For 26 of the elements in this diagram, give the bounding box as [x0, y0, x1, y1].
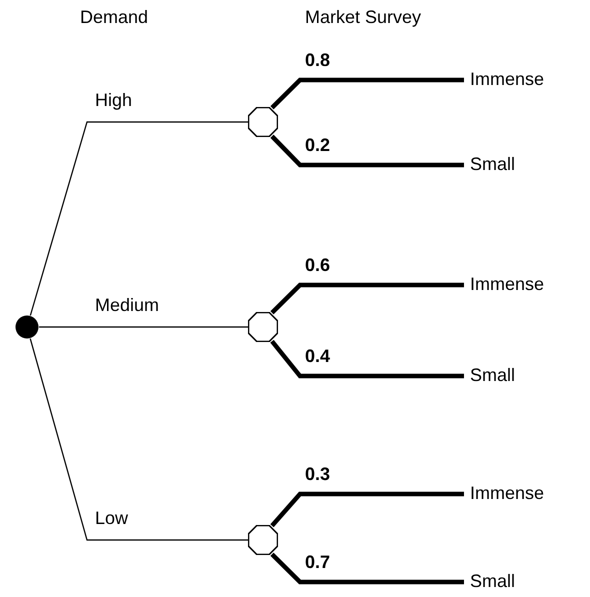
branch-label: Low [95, 508, 128, 529]
outcome-label: Immense [470, 69, 544, 90]
probability-label: 0.7 [305, 552, 330, 573]
outcome-label: Small [470, 571, 516, 592]
branch-line [270, 340, 464, 378]
branch-line [30, 121, 248, 316]
branch-line [270, 78, 464, 110]
outcome-label: Immense [470, 483, 544, 504]
outcome-label: Immense [470, 274, 544, 295]
outcome-label: Small [470, 154, 516, 175]
probability-label: 0.4 [305, 346, 330, 367]
branch-line [39, 326, 248, 328]
probability-label: 0.2 [305, 135, 330, 156]
branch-label: Medium [95, 295, 160, 316]
branch-line [270, 134, 464, 168]
branch-line [30, 338, 248, 541]
probability-label: 0.6 [305, 255, 330, 276]
probability-label: 0.3 [305, 464, 330, 485]
branch-line [270, 492, 464, 528]
branch-line [270, 282, 464, 314]
probability-label: 0.8 [305, 50, 330, 71]
column-heading: Demand [80, 7, 148, 28]
branch-line [270, 552, 464, 584]
branch-label: High [95, 90, 132, 111]
outcome-label: Small [470, 365, 516, 386]
column-heading: Market Survey [305, 7, 422, 28]
